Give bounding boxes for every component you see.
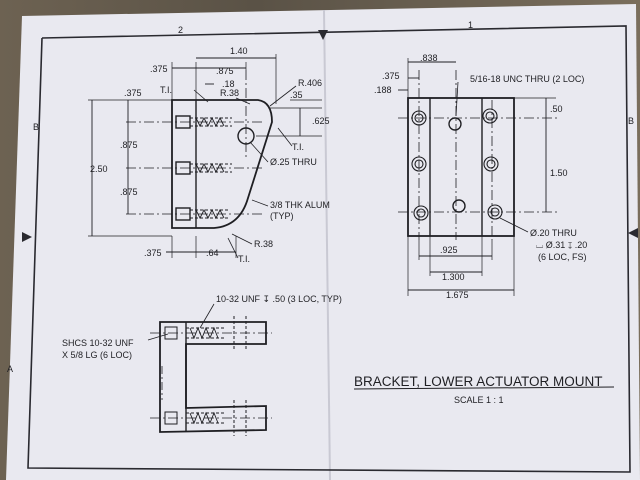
callout-unc: 5/16-18 UNC THRU (2 LOC) xyxy=(470,74,584,84)
zone-label-b-left: B xyxy=(33,122,39,132)
top-view-callouts: 10-32 UNF ↧ .50 (3 LOC, TYP) SHCS 10-32 … xyxy=(62,294,342,360)
dim-375-left: .375 xyxy=(124,88,142,98)
callout-cbore: ⌴ Ø.31 ↧ .20 xyxy=(536,240,587,250)
dim-1-50: 1.50 xyxy=(550,168,568,178)
zone-label-a-left: A xyxy=(7,364,13,374)
dim-64: .64 xyxy=(206,248,219,258)
zone-label-2: 2 xyxy=(178,25,183,35)
center-mark-right xyxy=(628,228,638,238)
dim-375-bottom: .375 xyxy=(144,248,162,258)
callout-6-loc: (6 LOC, FS) xyxy=(538,252,587,262)
dim-875-b: .875 xyxy=(120,187,138,197)
dim-50: .50 xyxy=(550,104,563,114)
dim-35: .35 xyxy=(290,90,303,100)
drawing-scale: SCALE 1 : 1 xyxy=(454,395,504,405)
dim-1-675: 1.675 xyxy=(446,290,469,300)
side-view-outline xyxy=(171,99,273,229)
dim-838: .838 xyxy=(420,53,438,63)
callout-shcs: SHCS 10-32 UNF xyxy=(62,338,134,348)
dim-188: .188 xyxy=(374,85,392,95)
front-view xyxy=(398,58,560,296)
title-underline xyxy=(353,386,615,390)
dim-r38-top: R.38 xyxy=(220,88,239,98)
callout-tap: 10-32 UNF ↧ .50 (3 LOC, TYP) xyxy=(216,294,342,304)
dim-875-a: .875 xyxy=(120,140,138,150)
note-alum: 3/8 THK ALUM xyxy=(270,200,330,210)
label-ti-3: T.I. xyxy=(238,254,250,264)
dim-2-50: 2.50 xyxy=(90,164,108,174)
label-ti-1: T.I. xyxy=(160,85,172,95)
dim-375: .375 xyxy=(382,71,400,81)
dim-1-40: 1.40 xyxy=(230,46,248,56)
center-fold xyxy=(323,9,331,480)
dim-925: .925 xyxy=(440,245,458,255)
drawing-title: BRACKET, LOWER ACTUATOR MOUNT xyxy=(354,374,603,389)
center-mark-top xyxy=(318,30,328,40)
zone-label-1: 1 xyxy=(468,20,473,30)
top-view xyxy=(147,303,272,436)
callout-thru-20: Ø.20 THRU xyxy=(530,228,577,238)
center-mark-left xyxy=(22,232,32,242)
front-view-dimensions: .838 .375 .188 5/16-18 UNC THRU (2 LOC) … xyxy=(374,53,587,300)
dim-625: .625 xyxy=(312,116,330,126)
dim-1-300: 1.300 xyxy=(442,272,465,282)
dim-r38-bottom: R.38 xyxy=(254,239,273,249)
drawing-border xyxy=(27,25,631,473)
callout-shcs-qty: X 5/8 LG (6 LOC) xyxy=(62,350,132,360)
zone-label-b-right: B xyxy=(628,116,634,126)
front-view-outline xyxy=(407,97,515,237)
note-alum-typ: (TYP) xyxy=(270,211,294,221)
dim-375-top: .375 xyxy=(150,64,168,74)
dim-875-top: .875 xyxy=(216,66,234,76)
callout-thru-25: Ø.25 THRU xyxy=(270,157,317,167)
dim-18: .18 xyxy=(222,79,235,89)
side-view xyxy=(88,54,322,259)
label-ti-2: T.I. xyxy=(292,142,304,152)
side-view-dimensions: 1.40 .375 .875 .18 T.I. R.38 R.406 .375 … xyxy=(90,46,330,264)
dim-r406: R.406 xyxy=(298,78,322,88)
